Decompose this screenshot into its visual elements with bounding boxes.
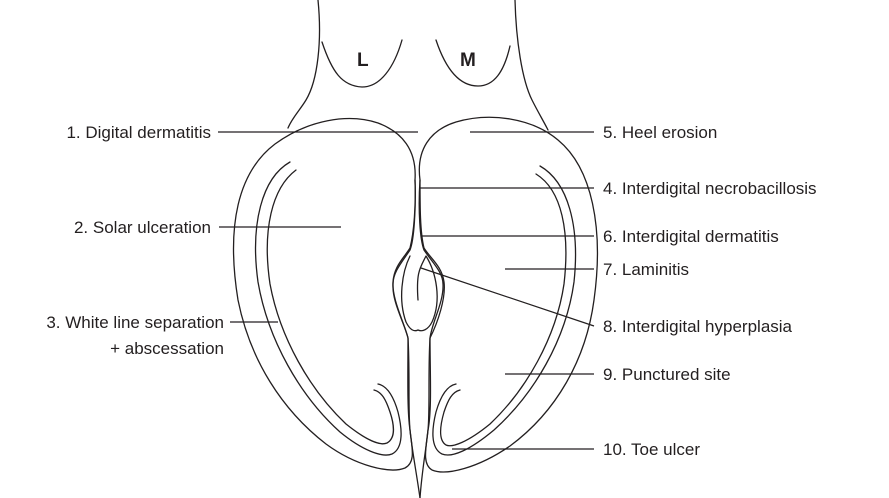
interdigital-space xyxy=(393,180,443,498)
label-digital-dermatitis: 1. Digital dermatitis xyxy=(66,123,211,142)
lateral-white-line-outer xyxy=(256,162,402,455)
label-solar-ulceration: 2. Solar ulceration xyxy=(74,218,211,237)
lateral-claw xyxy=(234,119,416,470)
label-heel-erosion: 5. Heel erosion xyxy=(603,123,717,142)
label-punctured-site: 9. Punctured site xyxy=(603,365,731,384)
label-interdigital-necrobacillosis: 4. Interdigital necrobacillosis xyxy=(603,179,817,198)
medial-claw-outline xyxy=(419,117,597,472)
lateral-white-line-inner xyxy=(267,170,393,444)
lateral-claw-label: L xyxy=(357,50,369,71)
medial-white-line-outer xyxy=(433,166,576,455)
interdigital-right-edge xyxy=(419,180,443,498)
leg-outline xyxy=(288,0,548,130)
leader-interdigital-hyperplasia xyxy=(421,268,594,326)
leader-lines xyxy=(218,132,594,449)
label-interdigital-hyperplasia: 8. Interdigital hyperplasia xyxy=(603,317,793,336)
leg-right-edge xyxy=(515,0,548,130)
leg-left-edge xyxy=(288,0,320,128)
label-laminitis: 7. Laminitis xyxy=(603,260,689,279)
medial-claw xyxy=(419,117,597,472)
interdigital-hyperplasia-mass xyxy=(402,256,437,331)
label-abscessation: + abscessation xyxy=(110,339,224,358)
label-interdigital-dermatitis: 6. Interdigital dermatitis xyxy=(603,227,779,246)
medial-claw-label: M xyxy=(460,50,476,71)
label-toe-ulcer: 10. Toe ulcer xyxy=(603,440,700,459)
label-white-line-separation: 3. White line separation xyxy=(46,313,224,332)
